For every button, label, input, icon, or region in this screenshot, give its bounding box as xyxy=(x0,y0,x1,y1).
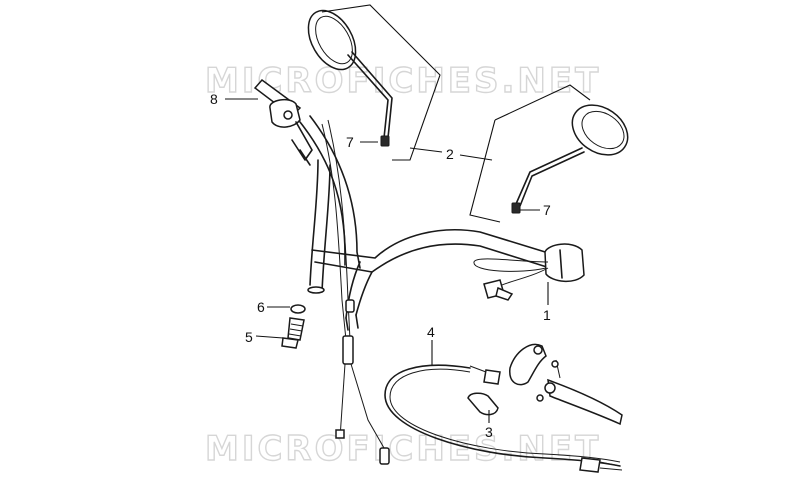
throttle-cables xyxy=(321,119,390,465)
left-grip-switch xyxy=(253,78,313,166)
leader-lines xyxy=(225,98,549,423)
clutch-cable xyxy=(384,364,623,473)
mirror-left xyxy=(307,9,393,147)
callout-7-left: 7 xyxy=(346,134,354,150)
callout-3: 3 xyxy=(485,424,493,440)
callout-1: 1 xyxy=(543,307,551,323)
handlebar xyxy=(299,115,556,331)
callout-7-right: 7 xyxy=(543,202,551,218)
mirror-right xyxy=(511,104,629,214)
dust-cover xyxy=(467,392,499,416)
callout-8: 8 xyxy=(210,91,218,107)
mirror-group-bracket xyxy=(321,4,591,223)
callout-2: 2 xyxy=(446,146,454,162)
right-switch-assembly xyxy=(473,243,585,301)
callout-5: 5 xyxy=(245,329,253,345)
callout-6: 6 xyxy=(257,299,265,315)
clutch-lever xyxy=(509,343,623,426)
bolt-and-washer xyxy=(281,304,306,349)
callout-4: 4 xyxy=(427,324,435,340)
watermark-bottom: MICROFICHES.NET xyxy=(205,429,601,469)
